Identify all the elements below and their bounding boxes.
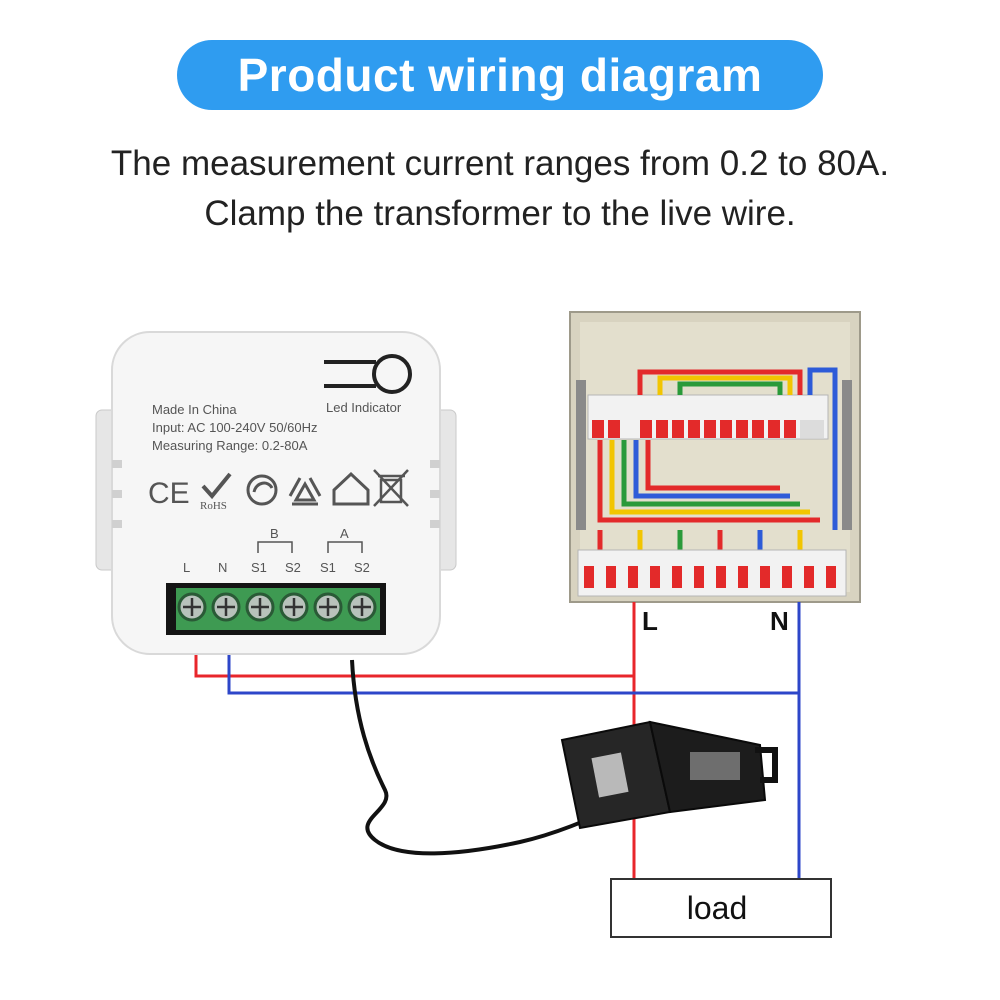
device-live-wire	[194, 652, 634, 678]
device-info-line-1: Made In China	[152, 402, 237, 417]
device-vents	[112, 460, 440, 528]
led-indicator-icon	[324, 354, 412, 394]
terminal-screws	[177, 592, 377, 622]
home-icon	[332, 471, 370, 506]
load-box	[610, 878, 832, 938]
breaker-row-bottom	[577, 549, 847, 597]
recycle-icon	[288, 477, 322, 506]
ct-label-plate	[591, 752, 629, 798]
terminal-screw-a-s1-icon	[313, 592, 343, 622]
subtitle-line-2: Clamp the transformer to the live wire.	[204, 194, 796, 233]
neutral-bar	[842, 380, 852, 530]
ground-bar	[576, 380, 586, 530]
ct-latch	[755, 747, 778, 783]
terminal-screw-l-icon	[177, 592, 207, 622]
rohs-mark: RoHS	[200, 500, 227, 512]
terminal-block-insert	[176, 588, 380, 630]
led-indicator-label: Led Indicator	[326, 400, 402, 415]
terminal-label-a-s2: S2	[354, 560, 370, 575]
terminal-screw-n-icon	[211, 592, 241, 622]
terminal-screw-b-s1-icon	[245, 592, 275, 622]
terminal-label-n: N	[218, 560, 227, 575]
breakers-top	[592, 420, 824, 438]
terminal-screw-a-s2-icon	[347, 592, 377, 622]
panel-wiring	[597, 367, 838, 552]
page-title: Product wiring diagram	[237, 49, 763, 101]
device-info-line-2: Input: AC 100-240V 50/60Hz	[152, 420, 318, 435]
ct-cable	[350, 659, 631, 856]
green-dot-icon	[246, 474, 278, 506]
device-info-line-3: Measuring Range: 0.2-80A	[152, 438, 308, 453]
title-banner: Product wiring diagram	[177, 40, 823, 110]
distribution-panel	[569, 311, 861, 603]
terminal-label-l: L	[183, 560, 190, 575]
group-label-a: A	[340, 526, 349, 541]
group-label-b: B	[270, 526, 279, 541]
terminal-label-b-s2: S2	[285, 560, 301, 575]
ce-mark: CE	[148, 477, 190, 510]
smart-meter-device: Led Indicator Made In China Input: AC 10…	[95, 331, 457, 655]
ct-clip	[690, 752, 740, 780]
device-neutral-wire	[227, 652, 799, 695]
subtitle-line-1: The measurement current ranges from 0.2 …	[110, 144, 890, 183]
panel-label-live: L	[642, 606, 658, 636]
group-bracket-a	[327, 541, 363, 553]
terminal-screw-b-s2-icon	[279, 592, 309, 622]
terminal-label-a-s1: S1	[320, 560, 336, 575]
weee-bin-icon	[373, 469, 409, 507]
group-bracket-b	[257, 541, 293, 553]
load-label: load	[687, 890, 748, 926]
terminal-label-b-s1: S1	[251, 560, 267, 575]
panel-label-neutral: N	[770, 606, 789, 636]
current-transformer-clamp	[560, 720, 778, 830]
rohs-check-icon	[201, 472, 232, 500]
breakers-bottom	[584, 566, 836, 588]
